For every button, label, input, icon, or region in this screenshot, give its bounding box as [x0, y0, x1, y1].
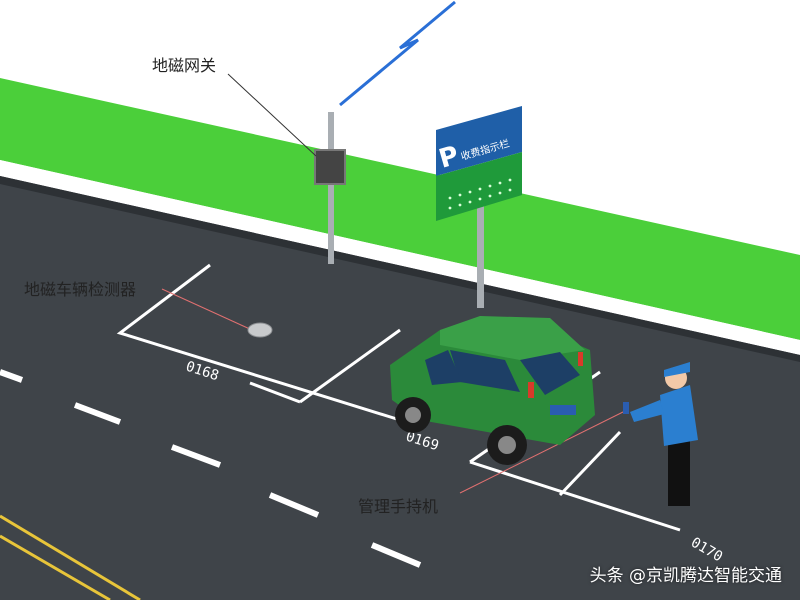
detector-puck	[247, 322, 273, 338]
gateway-leader-line	[227, 73, 317, 157]
detector-label: 地磁车辆检测器	[24, 280, 137, 299]
handheld-leader-line	[459, 410, 626, 494]
gateway-label: 地磁网关	[152, 56, 217, 75]
lane-dashes	[0, 369, 422, 568]
sign-dots	[448, 178, 512, 210]
curb	[0, 160, 800, 355]
handheld-label: 管理手持机	[358, 497, 439, 516]
detector-leader-line	[161, 288, 253, 331]
grass-strip	[0, 78, 800, 340]
center-lines	[0, 514, 141, 600]
parking-bay-lines	[116, 263, 681, 532]
sign-pole	[477, 200, 484, 308]
handheld-device	[623, 402, 629, 414]
gateway-device	[314, 149, 346, 185]
gateway-pole	[328, 112, 334, 264]
wireless-signal-icon	[339, 0, 456, 107]
road-edge	[0, 176, 800, 362]
car	[390, 316, 595, 465]
attendant-person	[623, 362, 698, 506]
sign-panel-green	[436, 152, 522, 221]
watermark: 头条 @京凯腾达智能交通	[589, 566, 782, 586]
sign-panel-blue	[436, 106, 522, 176]
